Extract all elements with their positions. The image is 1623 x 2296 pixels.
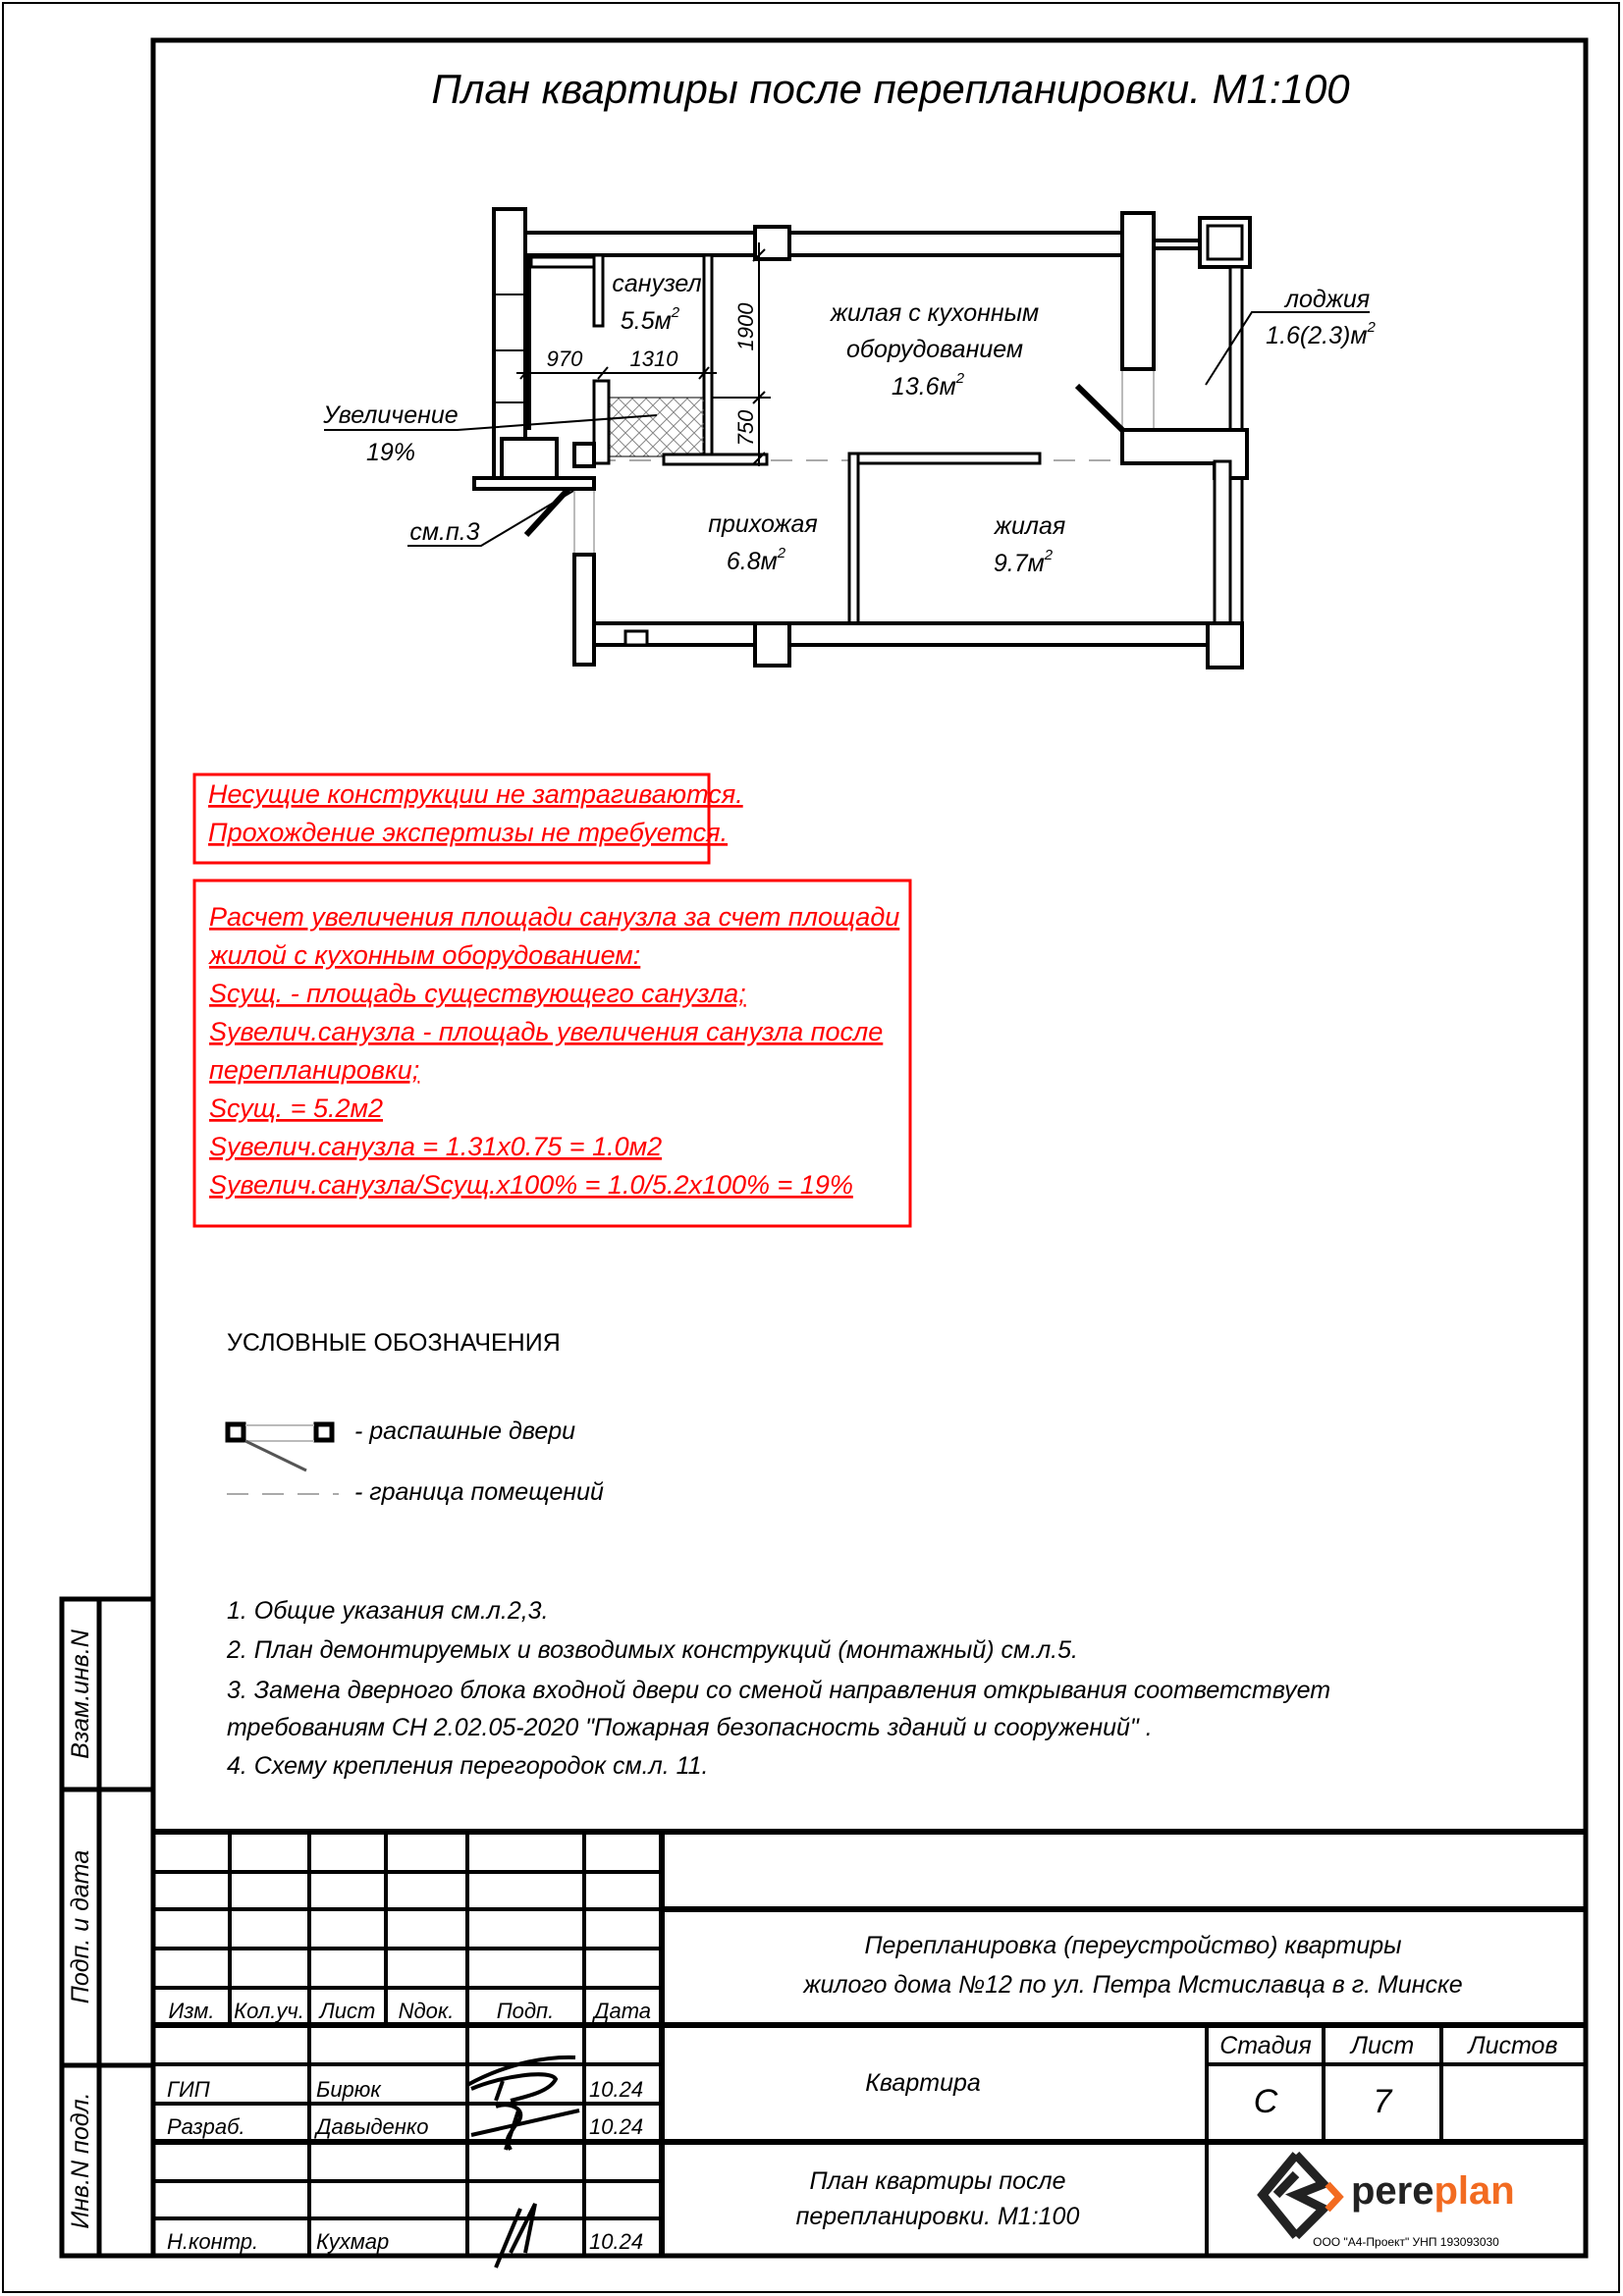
bath-partition <box>592 253 605 328</box>
side-label-b: Подп. и дата <box>67 1850 94 2004</box>
living-right-wall <box>1213 459 1232 627</box>
room-bath-area: 5.5м2 <box>621 304 680 335</box>
calc-line: Sсущ. - площадь существующего санузла; <box>209 979 746 1008</box>
calc-line: Sувелич.санузла - площадь увеличения сан… <box>209 1017 883 1046</box>
room-bath-name: санузел <box>612 270 701 297</box>
door-swing <box>1074 383 1125 433</box>
calc-line: перепланировки; <box>209 1055 419 1085</box>
bath-right-wall <box>702 253 714 460</box>
hatched-area <box>602 397 705 457</box>
person-name: Давыденко <box>313 2114 429 2139</box>
room-living-name: жилая <box>994 512 1065 540</box>
room-kitchen-name: жилая с кухонным <box>830 299 1039 327</box>
calc-line: Sсущ. = 5.2м2 <box>209 1094 383 1123</box>
increase-value: 19% <box>366 439 415 466</box>
side-label-a: Взам.инв.N <box>67 1629 94 1759</box>
legend-doors: - распашные двери <box>354 1417 575 1445</box>
stage-header: Стадия <box>1219 2032 1312 2059</box>
living-partition <box>847 452 860 625</box>
header-ndok: Nдок. <box>399 1999 455 2023</box>
person-name: Бирюк <box>316 2077 382 2102</box>
sheet-title-line1: План квартиры после <box>809 2167 1065 2195</box>
legend: УСЛОВНЫЕ ОБОЗНАЧЕНИЯ - распашные двери -… <box>225 1329 604 1506</box>
kitchen-living-partition <box>847 452 1042 465</box>
calc-line: Sувелич.санузла = 1.31x0.75 = 1.0м2 <box>209 1132 662 1161</box>
svg-text:pereplan: pereplan <box>1351 2169 1515 2213</box>
vent-box <box>500 437 559 481</box>
object-name: Квартира <box>865 2069 981 2097</box>
hall-left-wall <box>572 553 596 667</box>
person-name: Кухмар <box>316 2229 389 2254</box>
role: Разраб. <box>167 2114 245 2139</box>
calc-line: Sувелич.санузла/Sсущ.x100% = 1.0/5.2x100… <box>209 1170 853 1200</box>
pereplan-logo: pereplan ООО "А4-Проект" УНП 193093030 <box>1257 2151 1515 2249</box>
signatures <box>466 2055 580 2269</box>
hall-upper-wall <box>592 379 611 465</box>
project-title-line2: жилого дома №12 по ул. Петра Мстиславца … <box>802 1971 1462 1999</box>
dim-750: 750 <box>733 409 758 446</box>
dim-970: 970 <box>547 347 583 371</box>
header-podp: Подп. <box>497 1999 555 2023</box>
calc-line: жилой с кухонным оборудованием: <box>208 940 640 970</box>
room-hall-area: 6.8м2 <box>727 545 786 575</box>
inner-frame <box>150 37 1589 2259</box>
note: 3. Замена дверного блока входной двери с… <box>227 1677 1330 1704</box>
notice-line: Несущие конструкции не затрагиваются. <box>208 779 743 809</box>
note: 1. Общие указания см.л.2,3. <box>227 1597 549 1625</box>
page-title: План квартиры после перепланировки. М1:1… <box>431 66 1350 112</box>
calc-line: Расчет увеличения площади санузла за сче… <box>209 902 899 932</box>
role: ГИП <box>167 2077 210 2102</box>
header-kol: Кол.уч. <box>234 1999 304 2023</box>
room-hall-name: прихожая <box>708 510 818 538</box>
title-block: Изм. Кол.уч. Лист Nдок. Подп. Дата ГИП Б… <box>153 1829 1586 2269</box>
room-kitchen-name2: оборудованием <box>846 336 1023 363</box>
wall-bottom <box>592 621 1234 647</box>
project-title-line1: Перепланировка (переустройство) квартиры <box>864 1932 1401 1959</box>
wall-top <box>500 231 1124 257</box>
note: 4. Схему крепления перегородок см.л. 11. <box>227 1752 709 1780</box>
sign-date: 10.24 <box>589 2229 643 2254</box>
sign-date: 10.24 <box>589 2114 643 2139</box>
column-right <box>1120 211 1156 371</box>
ref-label: см.п.3 <box>409 518 479 546</box>
calculation-box: Расчет увеличения площади санузла за сче… <box>192 879 912 1228</box>
logo-icon <box>1257 2151 1331 2240</box>
role: Н.контр. <box>167 2229 258 2254</box>
sheet-title-line2: перепланировки. М1:100 <box>796 2203 1080 2230</box>
dim-1900: 1900 <box>733 302 758 351</box>
dim-1310: 1310 <box>630 347 679 371</box>
wall-bath-left <box>524 255 531 430</box>
sign-date: 10.24 <box>589 2077 643 2102</box>
door-symbol-icon <box>225 1421 246 1443</box>
note: 2. План демонтируемых и возводимых конст… <box>226 1636 1078 1664</box>
legend-boundary: - граница помещений <box>354 1478 604 1506</box>
entrance-door-swing <box>523 486 571 538</box>
stage-value: С <box>1254 2083 1278 2120</box>
room-living-area: 9.7м2 <box>994 547 1054 577</box>
header-date: Дата <box>591 1999 651 2023</box>
notice-box: Несущие конструкции не затрагиваются. Пр… <box>192 773 743 865</box>
sheet-header: Лист <box>1349 2032 1414 2059</box>
legend-title: УСЛОВНЫЕ ОБОЗНАЧЕНИЯ <box>227 1329 561 1357</box>
notes: 1. Общие указания см.л.2,3. 2. План демо… <box>226 1597 1330 1780</box>
header-list: Лист <box>318 1999 376 2023</box>
sheets-header: Листов <box>1466 2032 1557 2059</box>
notice-line: Прохождение экспертизы не требуется. <box>208 818 728 847</box>
sheet-value: 7 <box>1374 2083 1393 2120</box>
room-kitchen-area: 13.6м2 <box>892 370 965 400</box>
side-label-c: Инв.N подл. <box>67 2092 94 2228</box>
header-izm: Изм. <box>169 1999 215 2023</box>
note: требованиям СН 2.02.05-2020 "Пожарная бе… <box>227 1714 1153 1741</box>
partition <box>662 453 769 466</box>
floor-plan: 970 1310 1900 750 санузел 5.5м2 жилая с … <box>322 207 1376 669</box>
room-loggia-name: лоджия <box>1283 286 1370 313</box>
side-strip: Взам.инв.N Подп. и дата Инв.N подл. <box>59 1596 156 2259</box>
company-caption: ООО "А4-Проект" УНП 193093030 <box>1313 2235 1499 2249</box>
increase-label: Увеличение <box>322 401 458 429</box>
room-loggia-area: 1.6(2.3)м2 <box>1266 319 1376 349</box>
